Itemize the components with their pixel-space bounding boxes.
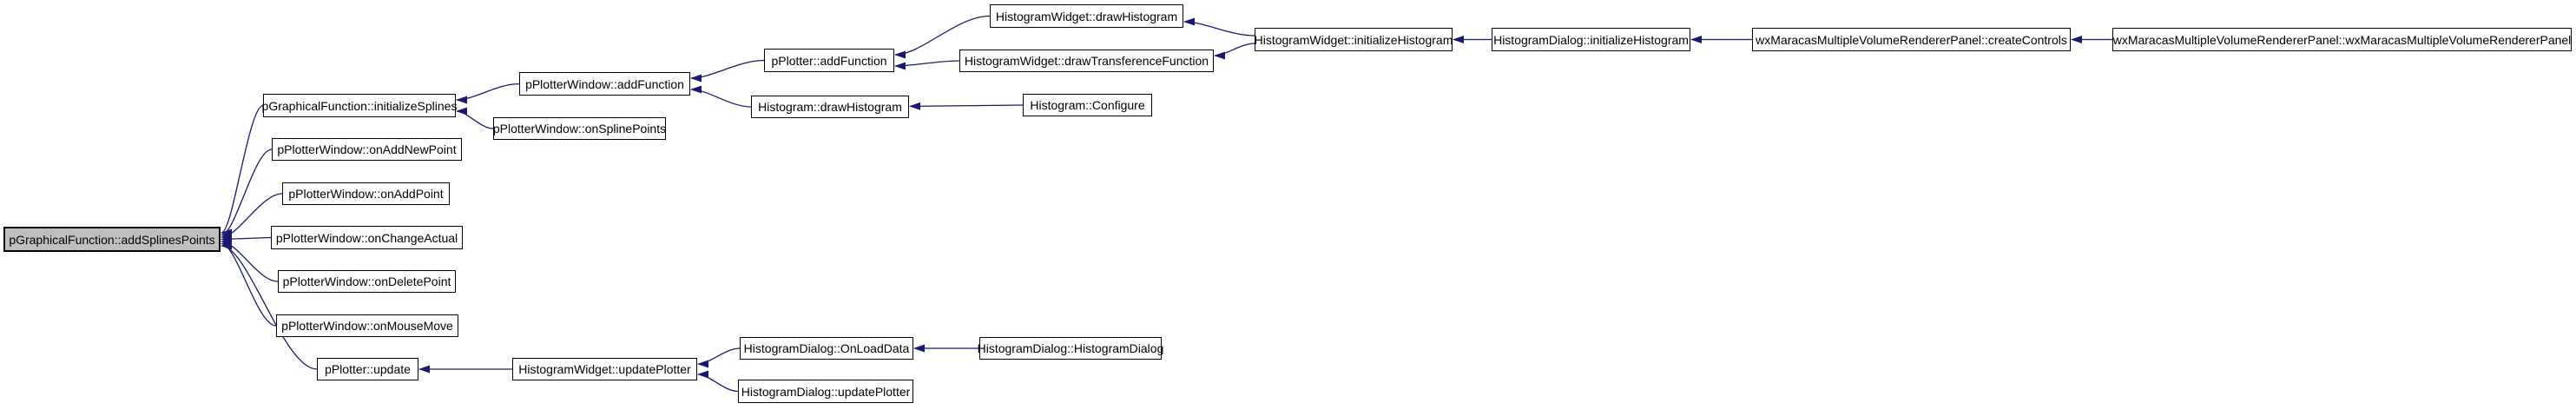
graph-node[interactable]: HistogramWidget::updatePlotter [512, 358, 697, 380]
call-graph-edge [221, 237, 279, 282]
call-graph-edge [1214, 43, 1255, 60]
graph-node[interactable]: wxMaracasMultipleVolumeRendererPanel::cr… [1752, 28, 2071, 51]
call-graph-edge [697, 370, 739, 393]
graph-node[interactable]: pPlotter::addFunction [764, 49, 894, 72]
call-graph-edge [690, 59, 765, 83]
graph-node[interactable]: pPlotterWindow::addFunction [519, 72, 690, 96]
call-graph-edge [456, 83, 520, 104]
graph-node[interactable]: HistogramDialog::OnLoadData [740, 337, 913, 360]
graph-node[interactable]: Histogram::drawHistogram [751, 96, 909, 118]
graph-node[interactable]: Histogram::Configure [1023, 94, 1152, 116]
graph-node[interactable]: pPlotterWindow::onChangeActual [271, 226, 463, 249]
graph-node[interactable]: pPlotterWindow::onAddNewPoint [272, 138, 462, 161]
call-graph-edge [690, 85, 752, 108]
graph-node[interactable]: HistogramWidget::drawHistogram [990, 4, 1183, 28]
call-graph-edge [909, 102, 1024, 110]
graph-node[interactable]: pPlotterWindow::onAddPoint [282, 182, 450, 205]
graph-node[interactable]: HistogramWidget::drawTransferenceFunctio… [959, 50, 1214, 72]
graph-node[interactable]: pPlotterWindow::onSplinePoints [493, 117, 666, 140]
graph-node[interactable]: pPlotterWindow::onDeletePoint [278, 270, 456, 293]
call-graph-edge [221, 235, 272, 243]
call-graph-edge [697, 347, 741, 368]
graph-node[interactable]: HistogramDialog::updatePlotter [738, 380, 913, 403]
graph-node[interactable]: pPlotter::update [317, 358, 418, 380]
call-graph-edge [221, 240, 277, 327]
call-graph-edge [1183, 17, 1255, 36]
graph-node[interactable]: HistogramDialog::HistogramDialog [978, 337, 1163, 360]
graph-node[interactable]: HistogramWidget::initializeHistogram [1255, 28, 1453, 51]
graph-node[interactable]: wxMaracasMultipleVolumeRendererPanel::wx… [2112, 28, 2572, 51]
call-graph-edge [894, 60, 960, 70]
call-graph-edge [221, 149, 273, 239]
call-graph-edge [456, 107, 494, 129]
graph-node[interactable]: pPlotterWindow::onMouseMove [276, 314, 458, 337]
call-graph-edge [221, 104, 264, 237]
graph-node[interactable]: pGraphicalFunction::initializeSplines [262, 94, 457, 117]
graph-node[interactable]: HistogramDialog::initializeHistogram [1492, 28, 1690, 51]
call-graph-edge [221, 241, 318, 370]
graph-node-current: pGraphicalFunction::addSplinesPoints [3, 227, 221, 252]
